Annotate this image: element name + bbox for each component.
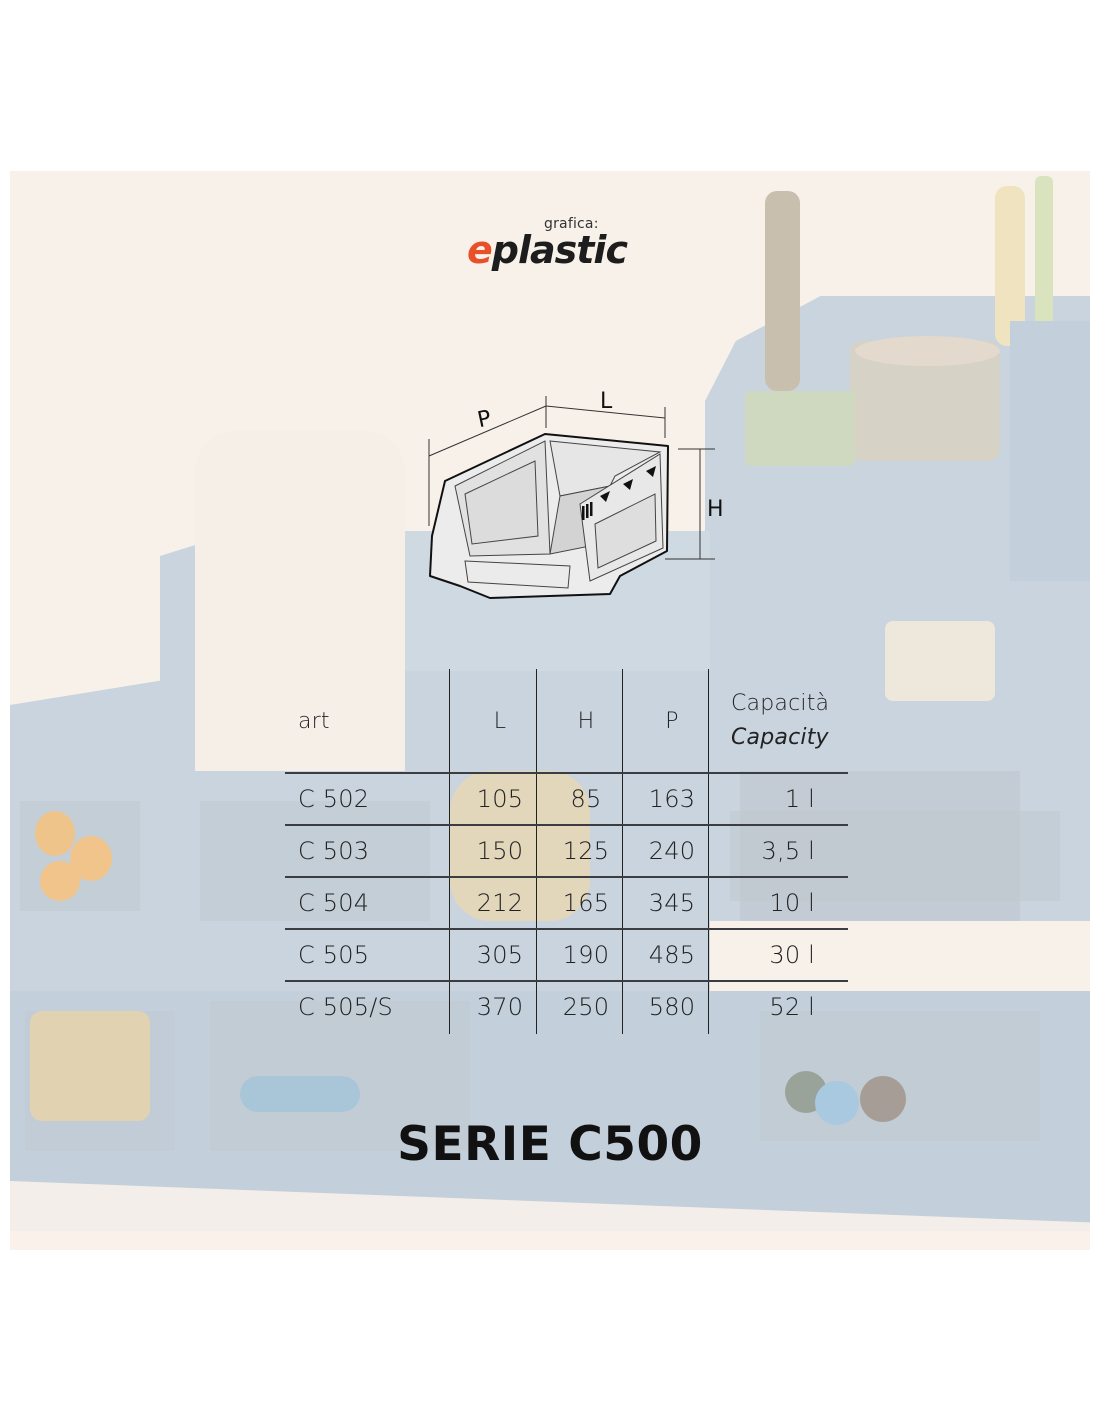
column-divider bbox=[708, 669, 710, 1034]
cell-capacity: 52 l bbox=[769, 993, 815, 1021]
cell-h: 85 bbox=[570, 785, 602, 813]
header-capacity-it: Capacità bbox=[731, 691, 830, 716]
cell-l: 370 bbox=[476, 993, 524, 1021]
cell-h: 190 bbox=[562, 941, 610, 969]
header-p: P bbox=[665, 709, 679, 734]
header-h: H bbox=[577, 709, 595, 734]
row-divider bbox=[285, 772, 848, 774]
dimension-L-label: L bbox=[600, 389, 613, 414]
cell-l: 212 bbox=[476, 889, 524, 917]
cell-capacity: 30 l bbox=[769, 941, 815, 969]
cell-capacity: 3,5 l bbox=[761, 837, 815, 865]
cell-h: 125 bbox=[562, 837, 610, 865]
bin-dimension-diagram: L P H bbox=[428, 389, 724, 599]
cell-p: 345 bbox=[648, 889, 696, 917]
background-photo bbox=[10, 171, 1090, 1250]
cell-art: C 502 bbox=[298, 785, 370, 813]
column-divider bbox=[536, 669, 538, 1034]
cell-art: C 504 bbox=[298, 889, 370, 917]
cell-p: 485 bbox=[648, 941, 696, 969]
cell-l: 105 bbox=[476, 785, 524, 813]
cell-art: C 503 bbox=[298, 837, 370, 865]
cell-capacity: 1 l bbox=[784, 785, 815, 813]
header-art: art bbox=[298, 709, 330, 734]
cell-p: 580 bbox=[648, 993, 696, 1021]
cell-capacity: 10 l bbox=[769, 889, 815, 917]
logo-wordmark: eplastic bbox=[467, 228, 628, 272]
dimension-H-label: H bbox=[707, 497, 724, 522]
row-divider bbox=[285, 876, 848, 878]
row-divider bbox=[285, 980, 848, 982]
header-capacity-en: Capacity bbox=[731, 725, 829, 750]
cell-h: 165 bbox=[562, 889, 610, 917]
cell-p: 240 bbox=[648, 837, 696, 865]
cell-l: 150 bbox=[476, 837, 524, 865]
cell-l: 305 bbox=[476, 941, 524, 969]
header-l: L bbox=[493, 709, 507, 734]
series-title: SERIE C500 bbox=[397, 1117, 703, 1172]
column-divider bbox=[622, 669, 624, 1034]
product-sheet: grafica: eplastic L P H bbox=[10, 171, 1090, 1250]
specifications-table: art L H P Capacità Capacity C 502 105 85… bbox=[275, 669, 850, 1034]
eplastic-logo: grafica: eplastic bbox=[457, 214, 647, 284]
cell-art: C 505/S bbox=[298, 993, 393, 1021]
dimension-P-label: P bbox=[475, 406, 493, 433]
row-divider bbox=[285, 824, 848, 826]
logo-prefix: grafica: bbox=[544, 216, 599, 232]
column-divider bbox=[449, 669, 451, 1034]
cell-h: 250 bbox=[562, 993, 610, 1021]
row-divider bbox=[285, 928, 848, 930]
cell-art: C 505 bbox=[298, 941, 370, 969]
cell-p: 163 bbox=[648, 785, 696, 813]
